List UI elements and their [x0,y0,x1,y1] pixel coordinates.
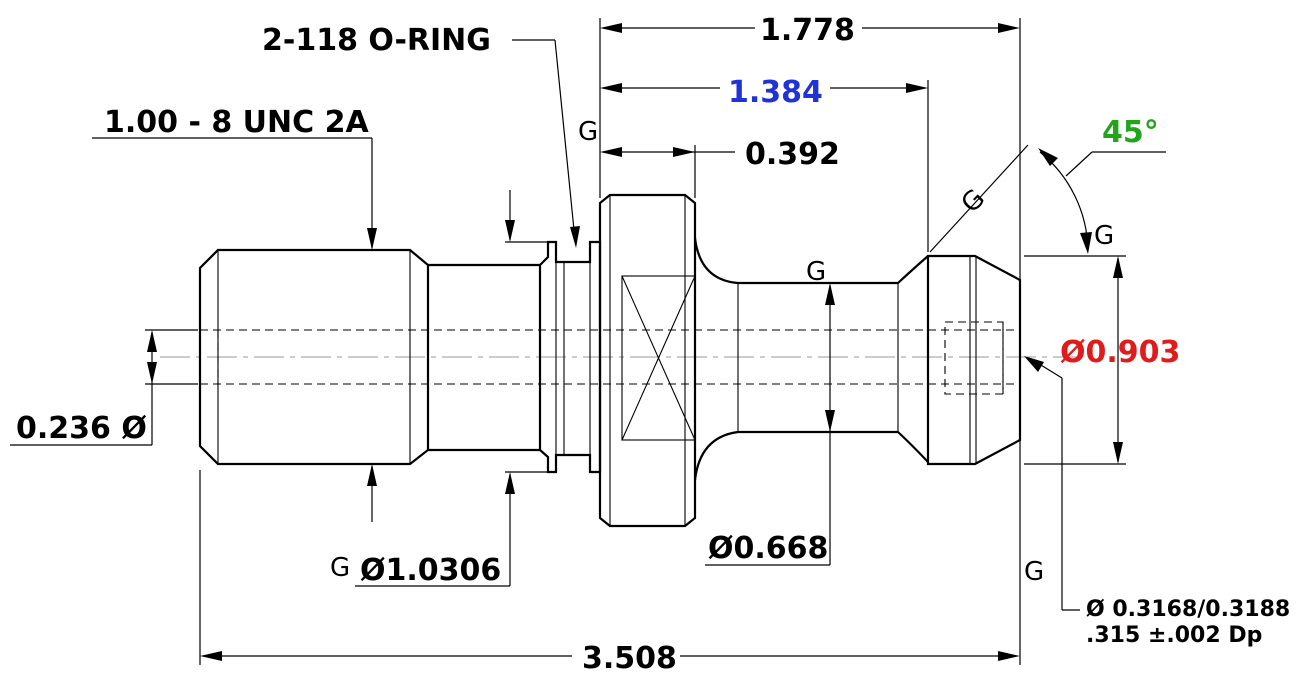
angle-arrow-bottom [1080,232,1092,254]
flange [598,193,697,528]
shank [428,263,542,452]
thread-leader-arrow-bottom [367,464,377,486]
dim-0392-arrow-right [673,147,695,157]
head-arrow-bottom [1113,442,1123,464]
pull-stud-head [926,254,1022,466]
bore-dia-label: 0.236 Ø [16,411,147,446]
overall-length-label: 3.508 [582,641,677,676]
grind-mark: G [330,553,350,583]
angle-arrow-top [1038,148,1058,166]
thread-callout: 1.00 - 8 UNC 2A [104,105,369,140]
neck-arrow-bottom [825,410,835,432]
hex-cross-b [621,275,696,441]
neck-arrow-top [825,283,835,305]
dim-1778-arrow-right [998,23,1020,33]
hole-leader-arrow [1024,356,1044,372]
dim-0392-label: 0.392 [745,137,840,172]
chamfer-ext [929,144,1029,253]
hole-leader-diag [1035,361,1063,379]
head-arrow-top [1113,256,1123,278]
neck-lower [693,430,929,481]
bore-arrow-bottom [147,362,157,384]
oring-callout: 2-118 O-RING [262,23,491,58]
dim-3508-arrow-left [200,651,222,661]
oring-leader-arrow [570,226,580,248]
angle-leader [1065,151,1093,177]
hole-dia-label: Ø 0.3168/0.3188 [1086,597,1290,622]
hole-depth-label: .315 ±.002 Dp [1086,623,1262,648]
groove-dia-label: Ø1.0306 [360,553,501,588]
neck-dia-label: Ø0.668 [708,531,828,566]
dim-1384-arrow-left [600,83,622,93]
oring-leader-diag [554,39,576,241]
dim-1778-arrow-left [600,23,622,33]
grind-mark: G [578,117,598,147]
grind-mark: G [1094,221,1114,251]
dim-1778-label: 1.778 [760,13,855,48]
angle-arc [1039,151,1089,251]
grind-mark: G [956,184,991,219]
grind-mark: G [1024,557,1044,587]
hole-hidden [944,321,1004,395]
head-dia-label: Ø0.903 [1060,335,1180,370]
dimension-lines [10,18,1166,665]
bore-arrow-top [147,330,157,352]
part-outline [160,193,1080,528]
dim-1384-arrow-right [906,83,928,93]
dim-1384-label: 1.384 [728,75,823,110]
dim-0392-arrow-left [600,147,622,157]
hex-flat [621,275,696,441]
angle-label: 45° [1102,115,1159,150]
labels: 2-118 O-RING 1.00 - 8 UNC 2A 1.778 1.384… [16,13,1290,676]
dim-3508-arrow-right [998,651,1020,661]
groove-arrow-top [505,220,515,242]
groove-arrow-bottom [505,472,515,494]
thread-leader-arrow-top [367,228,377,250]
grind-mark: G [806,257,826,287]
